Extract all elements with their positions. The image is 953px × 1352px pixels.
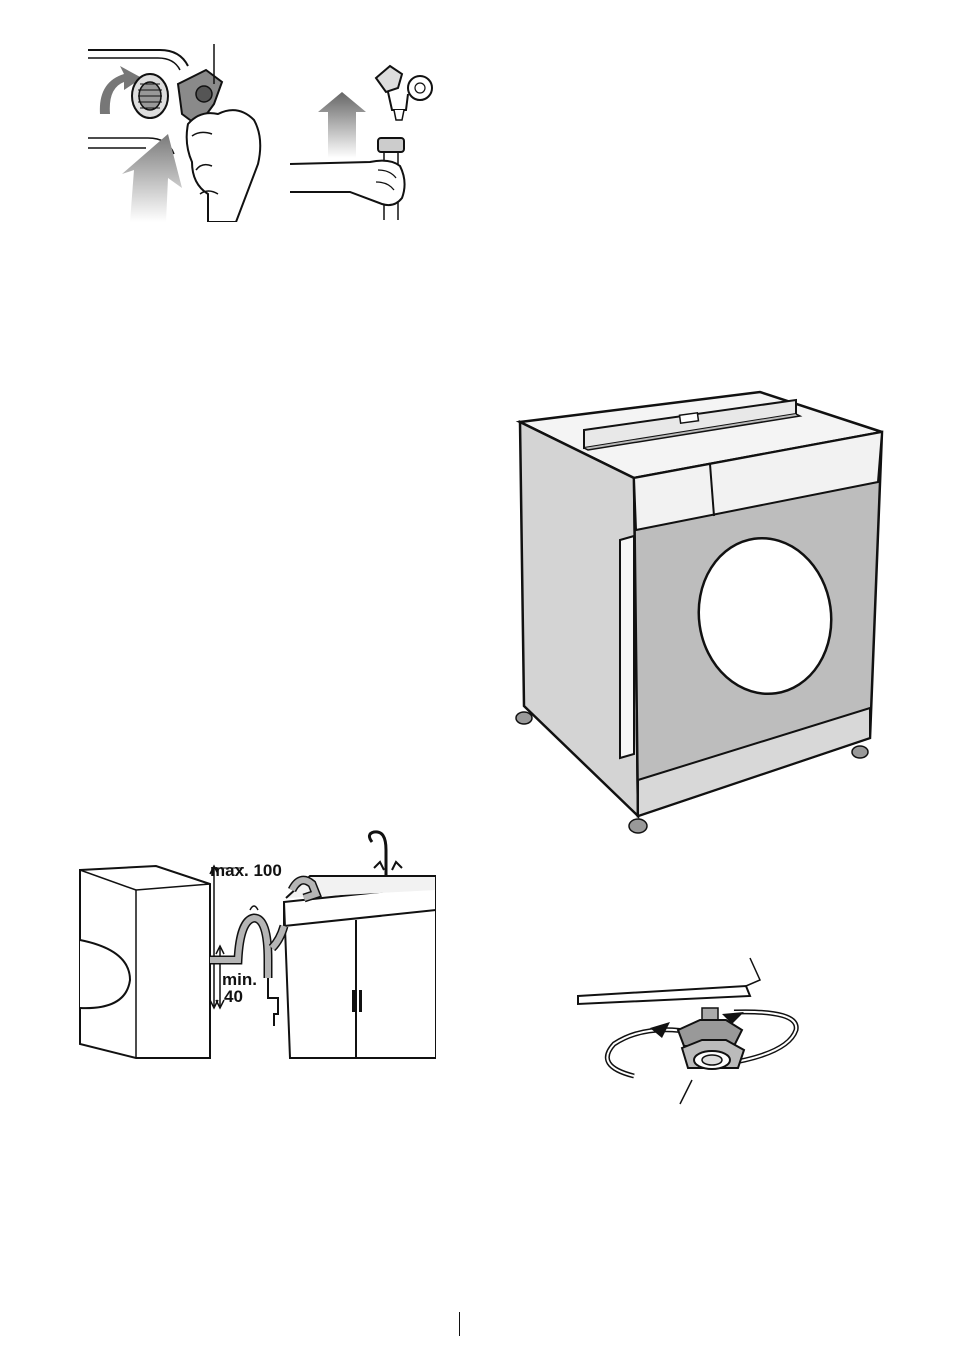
tap-connection-figure [290,58,440,220]
tap-connect-illustration [290,58,440,220]
drain-hose-figure: max. 100 min. 40 [74,830,436,1060]
page-number-marker [459,1312,460,1336]
washing-machine-level-illustration [510,388,890,836]
min-height-label: min. [222,971,257,988]
max-height-label: max. 100 [210,862,282,879]
min-height-value: 40 [224,988,243,1005]
adjustable-foot-figure [574,954,806,1106]
levelling-machine-figure [510,388,890,836]
hose-connect-illustration [88,44,268,222]
adjustable-foot-illustration [574,954,806,1106]
hose-connection-figure [88,44,268,222]
